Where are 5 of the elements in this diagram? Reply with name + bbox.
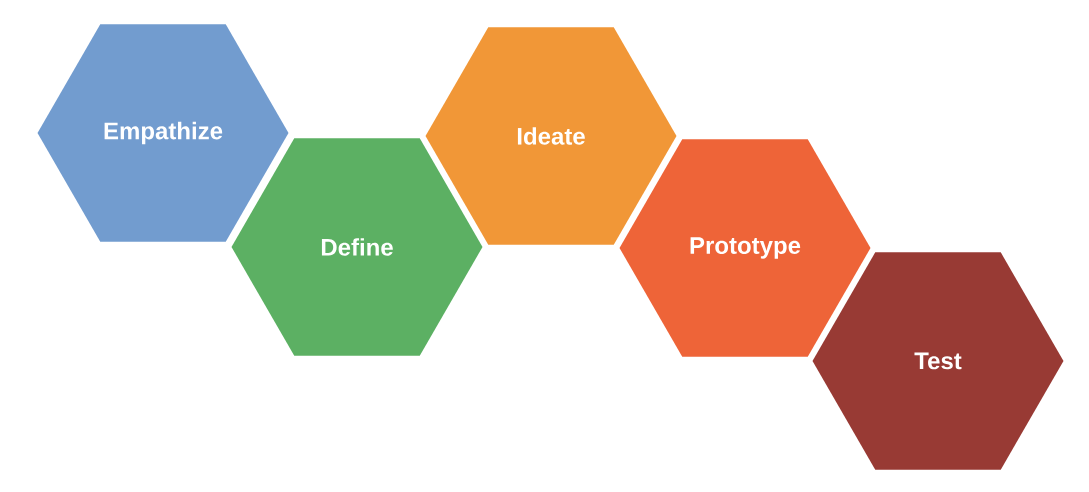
hexagon: Ideate — [425, 27, 677, 245]
hexagon: Prototype — [619, 139, 871, 357]
hexagon: Empathize — [37, 24, 289, 242]
hexagon: Define — [231, 138, 483, 356]
hexagon: Test — [812, 252, 1064, 470]
